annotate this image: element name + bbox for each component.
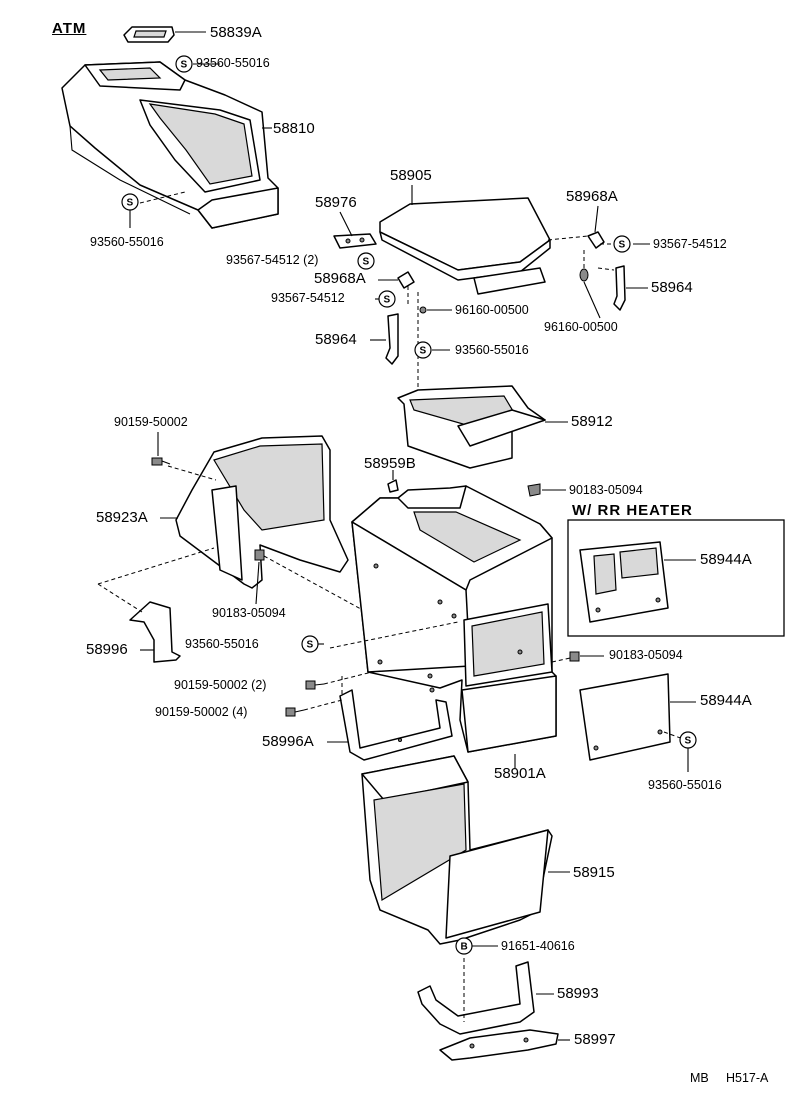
svg-text:S: S [181,60,188,71]
label-58964-left: 58964 [315,331,357,348]
part-58839a-drawing [123,26,175,43]
footer-code-left: MB [690,1071,709,1085]
label-58993: 58993 [557,985,599,1002]
part-58944a-cover-drawing [579,673,671,761]
label-58968a-right: 58968A [566,188,618,205]
s-symbol-93567-right: S [613,235,631,253]
bolt-90159-top-drawing [151,457,171,466]
rr-heater-box [567,519,785,637]
label-58912: 58912 [571,413,613,430]
bolt-90159-2-drawing [305,680,325,690]
clip-90183-mid-drawing [527,483,541,497]
label-58839a: 58839A [210,24,262,41]
label-96160-00500-right: 96160-00500 [544,320,618,334]
part-58901a-drawing [351,485,557,753]
label-93560-55016-left: 93560-55016 [90,235,164,249]
part-58923a-drawing [175,435,349,589]
page-title: ATM [52,20,87,37]
svg-text:S: S [384,295,391,306]
label-58964-right: 58964 [651,279,693,296]
label-58976: 58976 [315,194,357,211]
svg-text:B: B [461,942,468,953]
s-symbol-93567-mid: S [378,290,396,308]
label-93567-54512-2: 93567-54512 (2) [226,253,319,267]
footer-code-right: H517-A [726,1071,769,1085]
label-96160-00500-mid: 96160-00500 [455,303,529,317]
label-58905: 58905 [390,167,432,184]
part-58944a-heater-drawing [579,541,669,623]
label-90183-05094-mid: 90183-05094 [569,483,643,497]
label-90159-50002-top: 90159-50002 [114,415,188,429]
bolt-90159-4-drawing [285,707,305,717]
label-93560-55016-bottom: 93560-55016 [648,778,722,792]
label-93567-54512-mid: 93567-54512 [271,291,345,305]
part-58968a-right-drawing [587,231,605,249]
svg-text:S: S [307,640,314,651]
label-58997: 58997 [574,1031,616,1048]
part-58810-drawing [61,61,279,229]
part-58996a-drawing [339,689,453,761]
s-symbol-93560-left: S [121,193,139,211]
label-58901a: 58901A [494,765,546,782]
s-symbol-93560-mid: S [414,341,432,359]
label-58996: 58996 [86,641,128,658]
label-90183-05094-left: 90183-05094 [212,606,286,620]
clip-90183-left-drawing [254,549,265,561]
s-symbol-93560-top: S [175,55,193,73]
label-90159-50002-2: 90159-50002 (2) [174,678,267,692]
label-58923a: 58923A [96,509,148,526]
part-58996-drawing [129,601,181,663]
part-58968a-left-drawing [397,271,415,289]
part-58993-drawing [417,961,535,1035]
s-symbol-93560-center: S [301,635,319,653]
s-symbol-93560-bottom: S [679,731,697,749]
plug-mid-drawing [419,306,427,314]
label-58959b: 58959B [364,455,416,472]
svg-text:S: S [685,736,692,747]
svg-text:S: S [363,257,370,268]
part-58976-drawing [333,233,377,249]
svg-text:S: S [127,198,134,209]
label-58944a-top: 58944A [700,551,752,568]
label-93560-55016-top: 93560-55016 [196,56,270,70]
plug-right-drawing [579,268,589,282]
part-58912-drawing [397,385,546,469]
part-58915-drawing [361,755,553,945]
label-58996a: 58996A [262,733,314,750]
label-90159-50002-4: 90159-50002 (4) [155,705,248,719]
part-58905-drawing [379,197,551,295]
label-58968a-left: 58968A [314,270,366,287]
part-58964-right-drawing [613,265,626,311]
label-93567-54512-right: 93567-54512 [653,237,727,251]
rr-heater-note: W/ RR HEATER [572,502,693,519]
part-58997-drawing [439,1029,559,1061]
svg-text:S: S [420,346,427,357]
label-93560-55016-mid: 93560-55016 [455,343,529,357]
label-90183-05094-right: 90183-05094 [609,648,683,662]
label-58810: 58810 [273,120,315,137]
label-58915: 58915 [573,864,615,881]
s-symbol-93567-2: S [357,252,375,270]
b-symbol-91651: B [455,937,473,955]
label-91651-40616: 91651-40616 [501,939,575,953]
label-93560-55016-center: 93560-55016 [185,637,259,651]
clip-90183-right-drawing [569,651,580,662]
part-58959b-drawing [387,479,399,493]
part-58964-left-drawing [385,313,399,365]
label-58944a-bottom: 58944A [700,692,752,709]
svg-text:S: S [619,240,626,251]
